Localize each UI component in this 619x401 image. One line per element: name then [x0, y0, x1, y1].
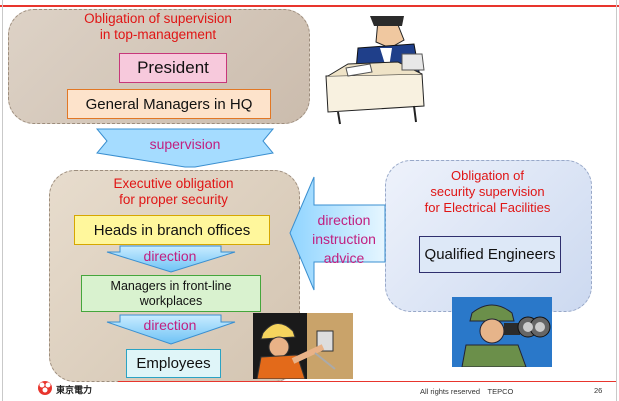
left-arrow-labels: direction instruction advice	[300, 211, 388, 268]
tepco-logo-text: 東京電力	[56, 385, 93, 395]
worker-hardhat-illustration	[253, 313, 353, 379]
left-pointing-arrow	[289, 176, 386, 291]
executive-heading-line-1: Executive obligation	[113, 176, 234, 191]
businessman-at-desk-illustration	[325, 16, 425, 125]
managers-front-line-box: Managers in front-line workplaces	[81, 275, 261, 312]
top-heading-line-2: in top-management	[99, 27, 217, 42]
top-heading-line-1: Obligation of supervision	[84, 11, 232, 26]
direction-arrow-1	[106, 245, 236, 273]
heads-branch-offices-box: Heads in branch offices	[74, 215, 270, 245]
rights-text: All rights reserved TEPCO	[420, 387, 514, 396]
left-arrow-line-1: direction	[317, 212, 371, 228]
managers-line-1: Managers in front-line	[110, 278, 232, 293]
executive-heading: Executive obligation for proper security	[49, 176, 298, 208]
top-red-rule	[0, 5, 619, 7]
managers-line-2: workplaces	[139, 293, 203, 308]
tepco-logo-icon	[38, 381, 52, 395]
supervision-label: supervision	[149, 136, 221, 152]
security-heading-line-2: security supervision	[430, 184, 545, 199]
security-heading-line-1: Obligation of	[451, 168, 524, 183]
left-arrow-line-2: instruction	[312, 231, 376, 247]
page-number: 26	[594, 386, 603, 395]
direction-label-1: direction	[143, 248, 197, 264]
direction-arrow-2	[106, 314, 236, 345]
left-border	[2, 0, 3, 401]
supervision-banner	[95, 128, 275, 168]
footer-rule	[118, 381, 616, 382]
left-arrow-line-3: advice	[323, 250, 365, 266]
security-heading-line-3: for Electrical Facilities	[424, 200, 551, 215]
president-box: President	[119, 53, 227, 83]
executive-heading-line-2: for proper security	[119, 192, 228, 207]
general-managers-box: General Managers in HQ	[67, 89, 271, 119]
qualified-engineers-box: Qualified Engineers	[419, 236, 561, 273]
employees-box: Employees	[126, 349, 221, 378]
right-border	[616, 0, 617, 401]
security-heading: Obligation of security supervision for E…	[385, 168, 590, 216]
top-management-heading: Obligation of supervision in top-managem…	[8, 11, 308, 43]
direction-label-2: direction	[143, 317, 197, 333]
engineer-binoculars-illustration	[452, 297, 552, 367]
